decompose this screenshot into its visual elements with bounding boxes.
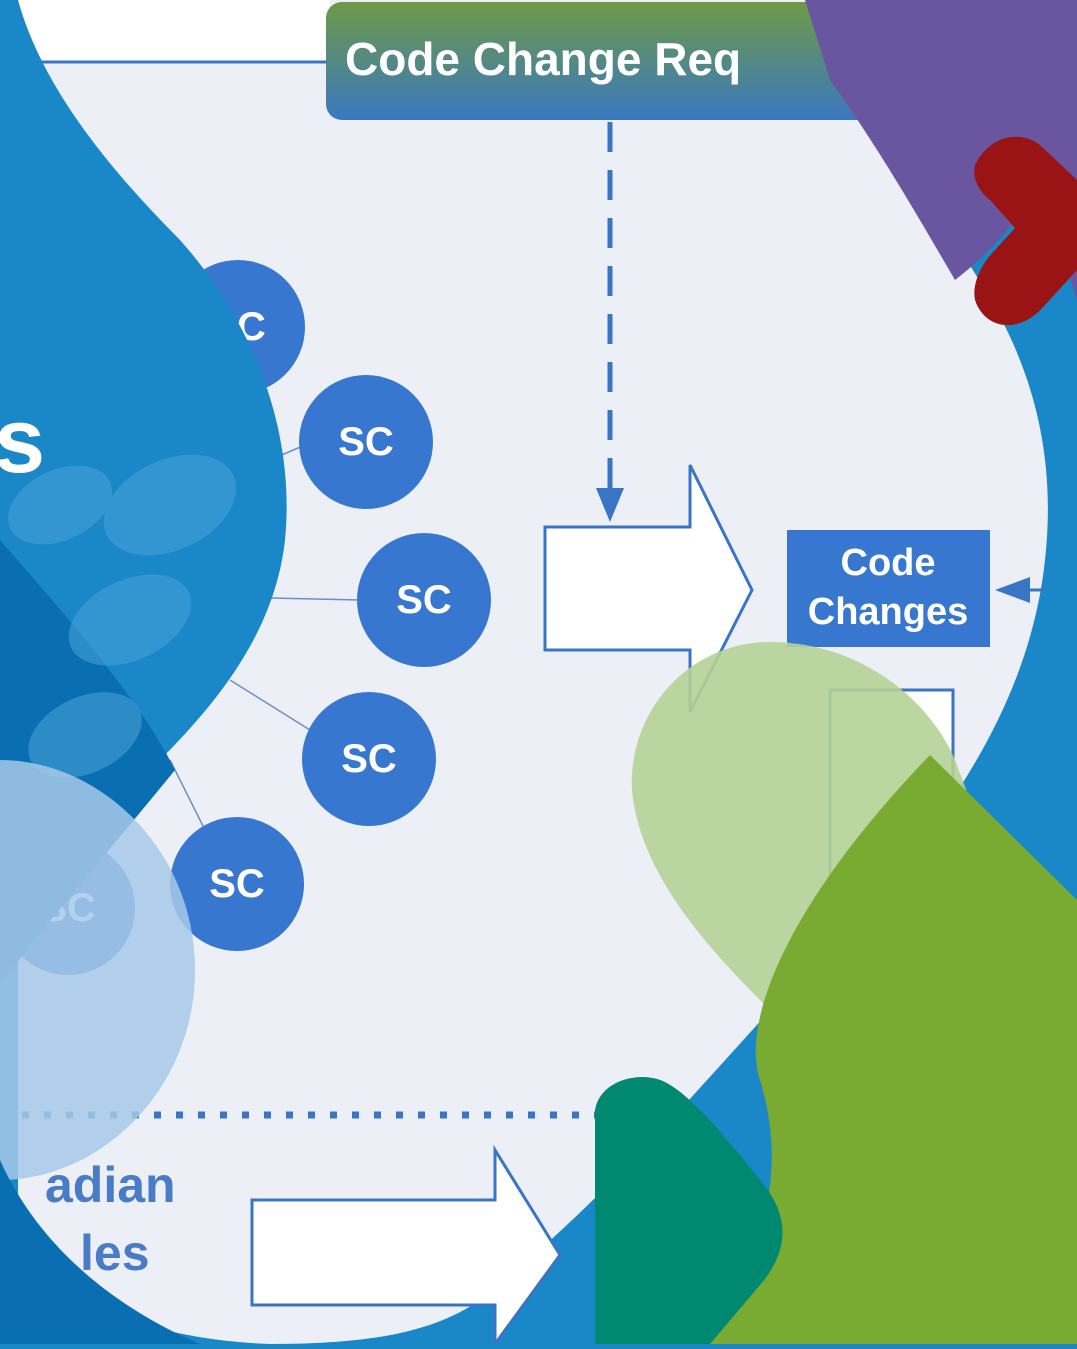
top-white-strip: [18, 0, 330, 62]
left-pale-circle: [0, 760, 195, 1180]
title-fragment: s: [0, 390, 45, 492]
code-changes-line1: Code: [841, 542, 936, 584]
sc-node: SC: [170, 817, 304, 951]
sc-node: SC: [357, 533, 491, 667]
right-blue-edge: [1045, 560, 1077, 720]
incoming-arrowhead: [995, 577, 1030, 603]
process-arrow: [543, 464, 754, 713]
sc-node-label: SC: [209, 862, 265, 906]
sc-node: SC: [302, 692, 436, 826]
code-changes-line2: Changes: [808, 591, 968, 633]
sc-node-label: SC: [338, 420, 394, 464]
header-label: Code Change Req: [345, 33, 741, 85]
sc-node-label: SC: [396, 578, 452, 622]
bottom-process-arrow: [250, 1144, 562, 1349]
sc-node-label: SC: [341, 737, 397, 781]
sc-node: SC: [299, 375, 433, 509]
left-bottom-blue: [0, 1160, 200, 1344]
green-chevron: [700, 755, 1077, 1344]
code-change-request-header: Code Change Req: [326, 2, 886, 120]
bottom-label-line2: les: [80, 1225, 150, 1281]
left-pattern: [8, 454, 237, 778]
code-changes-box: Code Changes: [787, 530, 990, 647]
teal-chevron: [595, 1077, 783, 1344]
dashed-arrowhead: [596, 488, 624, 522]
red-chevron: [974, 136, 1077, 326]
